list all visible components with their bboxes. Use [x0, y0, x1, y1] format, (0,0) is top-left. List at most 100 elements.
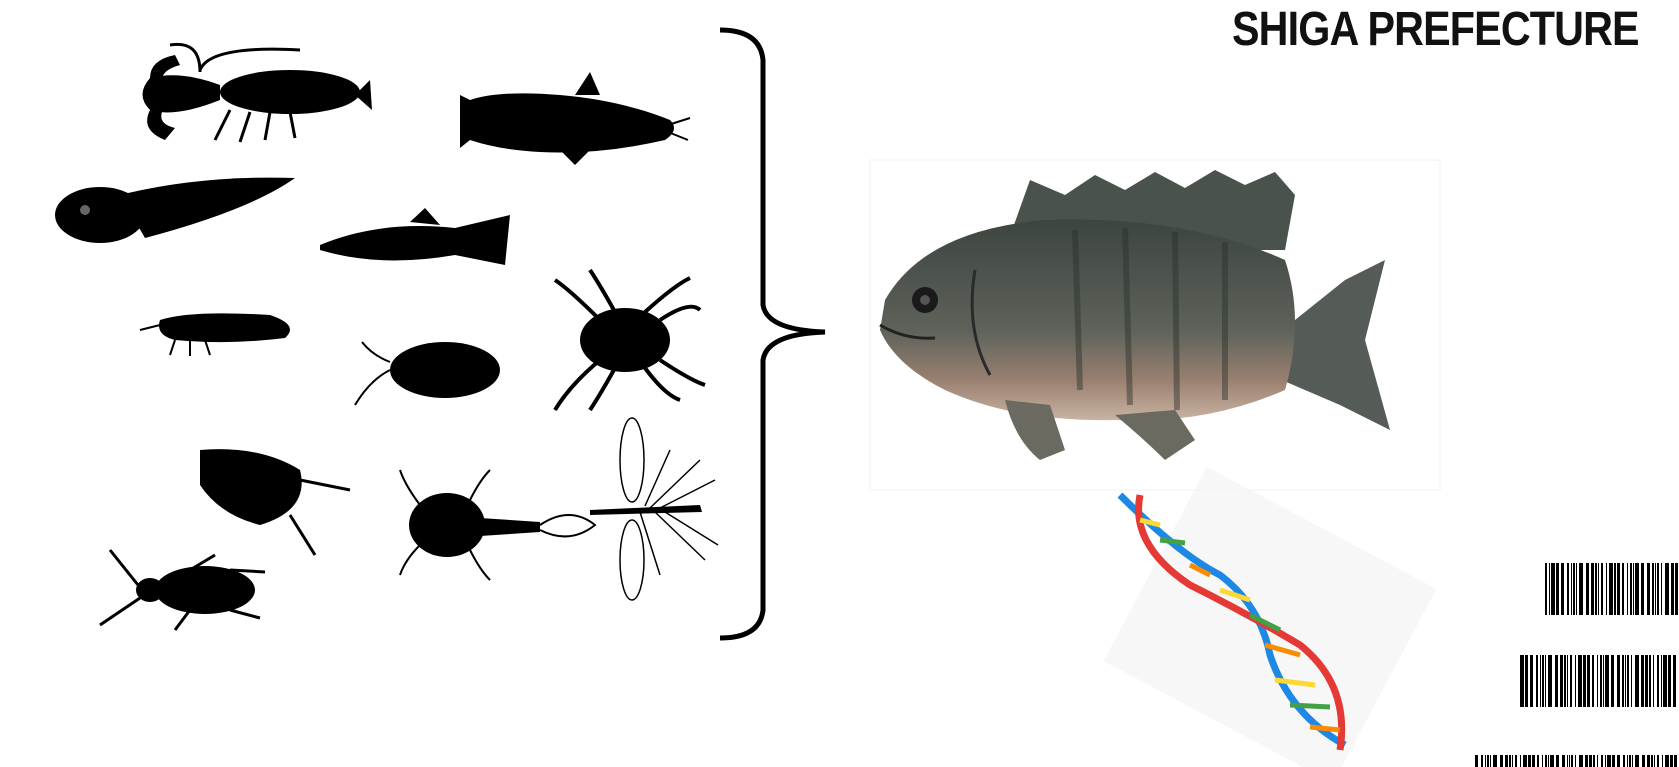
- barcode-bar: [1645, 655, 1648, 707]
- barcode-bar: [1536, 655, 1538, 707]
- barcode-bar: [1665, 755, 1669, 767]
- barcode-bar: [1585, 755, 1588, 767]
- barcode-bar: [1595, 563, 1597, 615]
- barcode-bar: [1475, 755, 1478, 767]
- barcode-bar: [1653, 655, 1654, 707]
- barcode-bar: [1641, 563, 1644, 615]
- barcode-bar: [1652, 563, 1654, 615]
- barcode-bar: [1671, 563, 1674, 615]
- barcode-bar: [1617, 563, 1620, 615]
- barcode-bar: [1571, 755, 1573, 767]
- water-mite-icon: [555, 270, 705, 410]
- barcode-bar: [1601, 563, 1603, 615]
- barcode-bar: [1617, 655, 1620, 707]
- barcode-bar: [1661, 655, 1662, 707]
- barcode-bar: [1485, 755, 1486, 767]
- barcode-bar: [1612, 755, 1615, 767]
- barcode-bar: [1549, 563, 1550, 615]
- barcode-2: [1520, 655, 1679, 707]
- barcode-bar: [1571, 563, 1572, 615]
- barcode-bar: [1622, 563, 1624, 615]
- barcode-bar: [1523, 755, 1527, 767]
- barcode-bar: [1641, 655, 1644, 707]
- barcode-bar: [1542, 655, 1544, 707]
- barcode-bar: [1668, 655, 1671, 707]
- barcode-bar: [1600, 655, 1602, 707]
- barcode-bar: [1579, 563, 1583, 615]
- barcode-bar: [1556, 755, 1559, 767]
- barcode-bar: [1520, 755, 1521, 767]
- barcode-bar: [1633, 563, 1634, 615]
- barcode-bar: [1630, 563, 1632, 615]
- barcode-bar: [1611, 655, 1614, 707]
- barcode-bar: [1635, 563, 1639, 615]
- larva-icon: [140, 313, 290, 356]
- barcode-bar: [1548, 655, 1552, 707]
- barcode-bar: [1555, 655, 1558, 707]
- barcode-bar: [1614, 563, 1617, 615]
- barcode-bar: [1561, 563, 1564, 615]
- bluegill-fish-icon: [865, 160, 1445, 520]
- barcode-bar: [1586, 563, 1589, 615]
- barcode-bar: [1505, 755, 1508, 767]
- barcode-bar: [1570, 655, 1572, 707]
- grouping-bracket: [715, 0, 835, 640]
- barcode-bar: [1673, 655, 1676, 707]
- barcode-bar: [1525, 655, 1528, 707]
- barcode-bar: [1605, 655, 1609, 707]
- barcode-bar: [1657, 655, 1659, 707]
- tadpole-icon: [55, 178, 295, 243]
- barcode-bar: [1647, 563, 1650, 615]
- barcode-bar: [1609, 563, 1613, 615]
- barcode-bar: [1512, 755, 1513, 767]
- barcode-bar: [1632, 755, 1633, 767]
- barcode-bar: [1520, 655, 1524, 707]
- barcode-bar: [1605, 755, 1606, 767]
- barcode-bar: [1649, 655, 1651, 707]
- barcode-bar: [1674, 755, 1677, 767]
- barcode-bar: [1564, 655, 1566, 707]
- barcode-1: [1545, 563, 1679, 615]
- barcode-bar: [1532, 755, 1535, 767]
- barcode-bar: [1598, 563, 1599, 615]
- barcode-bar: [1665, 563, 1669, 615]
- barcode-bar: [1500, 755, 1503, 767]
- isopod-icon: [355, 342, 500, 405]
- barcode-bar: [1670, 755, 1673, 767]
- barcode-bar: [1623, 755, 1625, 767]
- barcode-bar: [1655, 563, 1656, 615]
- barcode-bar: [1550, 755, 1554, 767]
- dna-helix-icon: [1100, 495, 1430, 755]
- barcode-bar: [1530, 655, 1533, 707]
- barcode-bar: [1647, 755, 1650, 767]
- barcode-bar: [1540, 655, 1541, 707]
- barcode-bar: [1592, 655, 1594, 707]
- tadpole-shrimp-icon: [400, 470, 595, 580]
- barcode-bar: [1583, 655, 1586, 707]
- barcode-bar: [1597, 655, 1598, 707]
- barcode-bar: [1515, 755, 1517, 767]
- barcode-bar: [1591, 563, 1594, 615]
- barcode-bar: [1576, 563, 1577, 615]
- barcode-bar: [1622, 655, 1624, 707]
- barcode-bar: [1542, 755, 1543, 767]
- barcode-bar: [1663, 655, 1667, 707]
- barcode-bar: [1545, 755, 1547, 767]
- barcode-bar: [1578, 655, 1582, 707]
- barcode-bar: [1587, 655, 1590, 707]
- barcode-bar: [1627, 755, 1628, 767]
- prey-silhouette-group: [0, 0, 760, 640]
- barcode-bar: [1548, 755, 1549, 767]
- barcode-bar: [1661, 563, 1662, 615]
- barcode-bar: [1493, 755, 1497, 767]
- barcode-bar: [1631, 655, 1632, 707]
- small-fish-icon: [320, 208, 510, 265]
- barcode-bar: [1662, 755, 1663, 767]
- barcode-bar: [1654, 755, 1655, 767]
- barcode-bar: [1567, 655, 1568, 707]
- barcode-bar: [1562, 755, 1565, 767]
- barcode-bar: [1607, 755, 1611, 767]
- barcode-bar: [1627, 563, 1628, 615]
- barcode-bar: [1575, 655, 1576, 707]
- barcode-bar: [1537, 755, 1539, 767]
